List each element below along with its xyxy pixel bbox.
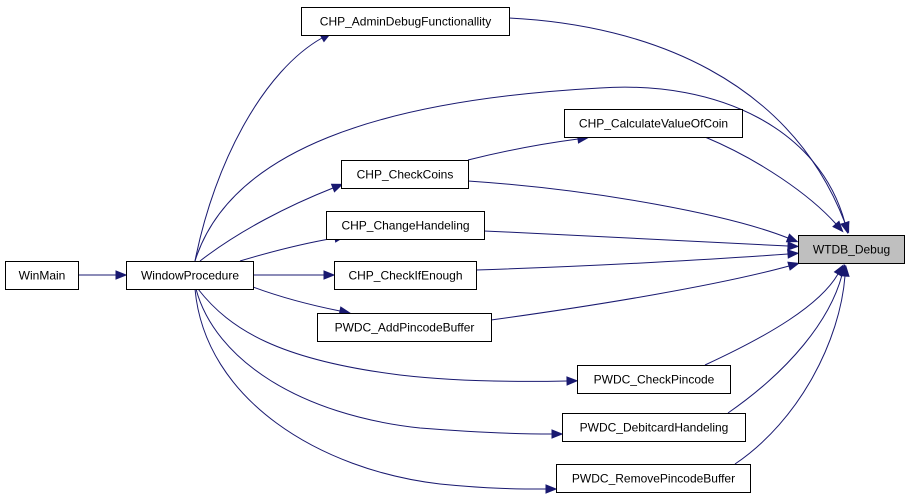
- arrowhead-calcvalue-to-wtdb: [832, 220, 844, 233]
- arrowhead-checkifenough-to-wtdb: [787, 249, 800, 259]
- node-label: CHP_ChangeHandeling: [341, 219, 469, 233]
- arrowhead-windowprocedure-to-checkcoins: [330, 183, 344, 193]
- arrowhead-checkcoins-to-wtdb: [785, 233, 799, 243]
- edge-admindebug-to-wtdb: [508, 17, 846, 224]
- node-box: [577, 365, 731, 394]
- edge-windowprocedure-to-removepincode: [194, 288, 547, 490]
- node-box: [126, 261, 254, 290]
- node-addpincode[interactable]: PWDC_AddPincodeBuffer: [317, 313, 492, 342]
- edge-checkcoins-to-calcvalue: [467, 138, 579, 161]
- node-checkcoins[interactable]: CHP_CheckCoins: [341, 160, 469, 189]
- node-winmain[interactable]: WinMain: [5, 261, 79, 290]
- node-label: CHP_AdminDebugFunctionallity: [320, 15, 491, 29]
- node-label: CHP_CalculateValueOfCoin: [579, 117, 728, 131]
- arrowhead-changehandeling-to-wtdb: [787, 241, 800, 251]
- node-box: [334, 261, 477, 290]
- node-box: [301, 7, 510, 36]
- arrowhead-windowprocedure-to-debitcard: [551, 429, 564, 439]
- node-label: PWDC_RemovePincodeBuffer: [572, 472, 735, 486]
- node-wtdb[interactable]: WTDB_Debug: [798, 235, 905, 264]
- node-checkifenough[interactable]: CHP_CheckIfEnough: [334, 261, 477, 290]
- node-label: PWDC_AddPincodeBuffer: [335, 321, 475, 335]
- arrowhead-removepincode-to-wtdb: [840, 264, 850, 277]
- edge-windowprocedure-to-addpincode: [252, 286, 341, 312]
- arrowhead-admindebug-to-wtdb: [840, 220, 850, 234]
- edge-windowprocedure-to-checkcoins: [199, 187, 334, 262]
- node-box: [798, 235, 905, 264]
- node-label: PWDC_DebitcardHandeling: [580, 421, 729, 435]
- node-box: [326, 211, 485, 240]
- node-box: [5, 261, 79, 290]
- edge-windowprocedure-to-admindebug: [194, 37, 323, 262]
- edge-checkifenough-to-wtdb: [475, 253, 789, 271]
- node-debitcard[interactable]: PWDC_DebitcardHandeling: [562, 413, 746, 442]
- arrowhead-windowprocedure-to-checkpincode: [566, 376, 579, 386]
- arrowhead-winmain-to-windowprocedure: [115, 270, 128, 280]
- node-label: PWDC_CheckPincode: [594, 373, 715, 387]
- arrowhead-addpincode-to-wtdb: [787, 261, 800, 271]
- node-windowprocedure[interactable]: WindowProcedure: [126, 261, 254, 290]
- edge-addpincode-to-wtdb: [490, 265, 790, 321]
- edge-removepincode-to-wtdb: [734, 275, 846, 465]
- edge-debitcard-to-wtdb: [727, 274, 843, 414]
- edge-checkcoins-to-wtdb: [467, 180, 789, 239]
- arrowhead-windowprocedure-to-removepincode: [545, 484, 558, 494]
- node-box: [341, 160, 469, 189]
- arrowhead-windowprocedure-to-checkifenough: [323, 270, 336, 280]
- node-label: WindowProcedure: [141, 269, 239, 283]
- node-label: WTDB_Debug: [813, 243, 890, 257]
- nodes-layer: WinMain WindowProcedure CHP_AdminDebugFunc…: [5, 7, 905, 493]
- node-box: [562, 413, 746, 442]
- node-label: WinMain: [19, 269, 66, 283]
- edge-checkpincode-to-wtdb: [704, 273, 839, 366]
- edge-windowprocedure-to-debitcard: [195, 288, 553, 435]
- node-checkpincode[interactable]: PWDC_CheckPincode: [577, 365, 731, 394]
- node-box: [317, 313, 492, 342]
- edge-windowprocedure-to-wtdb: [194, 86, 846, 262]
- node-box: [556, 464, 751, 493]
- edge-windowprocedure-to-checkpincode: [197, 288, 568, 382]
- node-removepincode[interactable]: PWDC_RemovePincodeBuffer: [556, 464, 751, 493]
- edge-changehandeling-to-wtdb: [483, 230, 789, 247]
- edge-calcvalue-to-wtdb: [704, 136, 837, 225]
- node-label: CHP_CheckCoins: [357, 168, 454, 182]
- node-label: CHP_CheckIfEnough: [348, 269, 462, 283]
- node-admindebug[interactable]: CHP_AdminDebugFunctionallity: [301, 7, 510, 36]
- node-calcvalue[interactable]: CHP_CalculateValueOfCoin: [564, 109, 743, 138]
- edges-layer: [78, 17, 850, 494]
- node-box: [564, 109, 743, 138]
- node-changehandeling[interactable]: CHP_ChangeHandeling: [326, 211, 485, 240]
- edge-windowprocedure-to-changehandeling: [239, 237, 336, 262]
